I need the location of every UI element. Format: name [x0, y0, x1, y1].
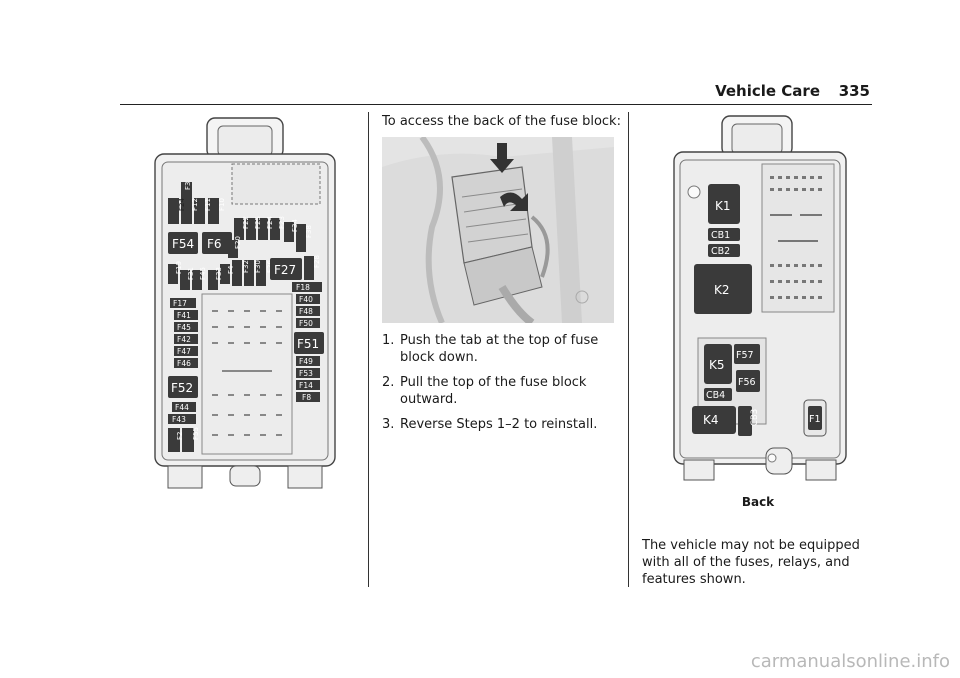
- relay-label: K1: [715, 199, 731, 213]
- fuse-label: F42: [177, 335, 191, 344]
- relay-label: K4: [703, 413, 719, 427]
- column-divider-right: [628, 112, 629, 587]
- fuse-label-large: F52: [171, 381, 193, 395]
- fuse-label-large: F6: [207, 237, 222, 251]
- step-text: Reverse Steps 1–2 to reinstall.: [400, 417, 598, 432]
- fuse-label: F57: [736, 350, 754, 361]
- circuit-breaker-label: CB2: [711, 246, 730, 257]
- fuse-label: F31: [187, 267, 195, 280]
- fuse-label: F12: [191, 198, 199, 211]
- fuse-block-photo: [382, 137, 614, 323]
- back-fuse-block-diagram: K1 CB1 CB2 K2 K5 F57 F56 CB4 K4 CB3 F1: [670, 114, 850, 482]
- fuse-label: F38: [305, 225, 313, 238]
- fuse-label: F50: [299, 319, 313, 328]
- step-3: 3. Reverse Steps 1–2 to reinstall.: [382, 416, 622, 433]
- fuse-label: F44: [175, 403, 189, 412]
- fuse-label: F18: [296, 283, 310, 292]
- fuse-label: F22: [242, 216, 250, 229]
- fuse-label: F17: [173, 299, 187, 308]
- fuse-label: F25: [254, 216, 262, 229]
- push-down-arrow-icon: [490, 143, 514, 173]
- fuse-label: F56: [738, 377, 756, 388]
- fuse-label: F30: [254, 260, 262, 273]
- fuse-label: F3: [184, 182, 192, 190]
- page-number: 335: [838, 82, 870, 100]
- fuse-label: F46: [177, 359, 191, 368]
- instruction-list: 1. Push the tab at the top of fuse block …: [382, 332, 622, 441]
- fuse-label: F11: [204, 198, 212, 211]
- fuse-label: F41: [177, 311, 191, 320]
- step-number: 1.: [382, 333, 395, 348]
- access-intro: To access the back of the fuse block:: [382, 114, 621, 129]
- relay-label: K2: [714, 283, 730, 297]
- fuse-label: F4: [227, 265, 235, 274]
- fuse-label: F48: [299, 307, 313, 316]
- fuse-label: F32: [242, 260, 250, 273]
- circuit-breaker-label: CB3: [750, 409, 760, 426]
- fuse-label-large: F27: [274, 263, 296, 277]
- fuse-label: F23: [278, 216, 286, 229]
- fuse-label: F33: [215, 267, 223, 280]
- step-text: Pull the top of the fuse block outward.: [400, 375, 587, 407]
- fuse-label: F45: [199, 267, 207, 280]
- fuse-label-large: F54: [172, 237, 194, 251]
- section-title: Vehicle Care: [715, 82, 820, 100]
- fuse-label: F43: [172, 415, 186, 424]
- fuse-label: F2: [176, 432, 184, 440]
- step-2: 2. Pull the top of the fuse block outward…: [382, 374, 622, 408]
- fuse-label: F24: [178, 198, 186, 211]
- fuse-label: F55: [192, 427, 200, 440]
- front-fuse-block-diagram: F24 F12 F11 F10 F3 F54 F6 F22 F25 F24 F2…: [150, 114, 340, 494]
- circuit-breaker-label: CB1: [711, 230, 730, 241]
- fuse-label: F28: [313, 255, 321, 268]
- pull-outward-arrow-icon: [500, 192, 528, 211]
- fuse-label: F45: [177, 323, 191, 332]
- fuse-label: F19: [175, 261, 183, 274]
- step-number: 3.: [382, 417, 395, 432]
- fuse-group-top-left: [168, 182, 219, 224]
- fuse-label: F20: [234, 236, 242, 249]
- step-number: 2.: [382, 375, 395, 390]
- step-text: Push the tab at the top of fuse block do…: [400, 333, 599, 365]
- equipment-note: The vehicle may not be equipped with all…: [642, 538, 860, 587]
- step-1: 1. Push the tab at the top of fuse block …: [382, 332, 622, 366]
- fuse-label: F34: [291, 219, 299, 232]
- fuse-label: F24: [266, 216, 274, 229]
- fuse-label: F49: [299, 357, 313, 366]
- fuse-label: F1: [809, 414, 821, 425]
- watermark: carmanualsonline.info: [750, 651, 950, 672]
- fuse-label: F8: [302, 393, 311, 402]
- fuse-label-large: F51: [297, 337, 319, 351]
- circuit-breaker-label: CB4: [706, 390, 725, 401]
- column-divider-left: [368, 112, 369, 587]
- fuse-label: F53: [299, 369, 313, 378]
- fuse-label: F40: [299, 295, 313, 304]
- fuse-label: F10: [218, 198, 226, 211]
- fuse-label: F47: [177, 347, 191, 356]
- back-diagram-caption: Back: [741, 495, 775, 509]
- relay-label: K5: [709, 358, 725, 372]
- page-header: Vehicle Care 335: [120, 78, 872, 105]
- fuse-label: F14: [299, 381, 313, 390]
